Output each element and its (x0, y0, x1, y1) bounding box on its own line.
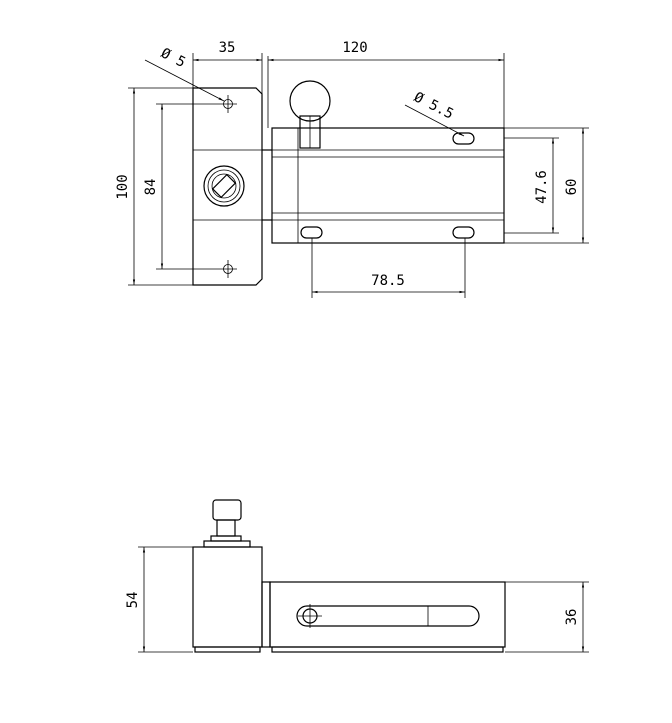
knob-icon (289, 80, 331, 149)
bolt-body (271, 127, 505, 244)
mounting-hole-top (219, 95, 237, 113)
dim-top-width: 35 (219, 40, 236, 56)
dim-slot-pitch-v: 47.6 (534, 170, 550, 204)
cylinder-cap-icon (203, 499, 251, 548)
slot-bottom-left (300, 226, 323, 239)
dim-side-height: 54 (125, 592, 141, 609)
top-view-dimensions: 35 120 Ø 5 Ø 5.5 100 84 47.6 60 (115, 40, 589, 298)
lock-cylinder-icon (203, 165, 245, 207)
dim-height-total: 100 (115, 174, 131, 199)
dim-slot-pitch-h: 78.5 (371, 273, 405, 289)
mounting-plate (192, 87, 263, 286)
slot-top-right (452, 132, 475, 145)
dim-side-body-height: 36 (564, 609, 580, 626)
lock-housing (192, 546, 263, 648)
dim-body-height: 60 (564, 179, 580, 196)
dim-hole-dia: Ø 5 (158, 45, 188, 71)
slot-bottom-right (452, 226, 475, 239)
side-view-dimensions: 54 36 (125, 546, 589, 653)
dim-top-length: 120 (342, 40, 367, 56)
side-bolt-body (269, 581, 506, 648)
side-slot (296, 605, 480, 627)
side-view (192, 499, 506, 653)
mounting-hole-bottom (219, 260, 237, 278)
dim-hole-pitch: 84 (143, 179, 159, 196)
side-pin (298, 604, 322, 628)
dim-slot-dia: Ø 5.5 (411, 89, 456, 122)
top-view (192, 80, 505, 286)
